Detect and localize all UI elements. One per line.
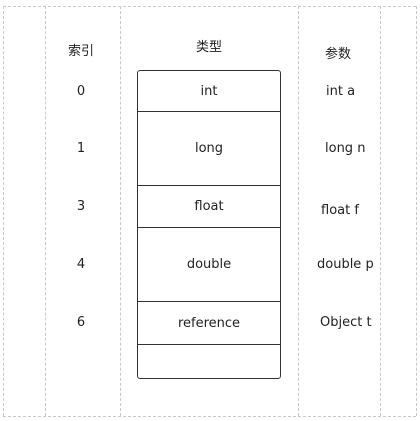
header-index: 索引 (67, 44, 94, 59)
param-long: long n (325, 141, 366, 156)
index-1: 1 (76, 141, 86, 156)
top-guide (3, 6, 416, 7)
local-variable-slots: int long float double reference (137, 70, 281, 379)
param-double: double p (317, 257, 374, 272)
param-float: float f (321, 203, 359, 218)
header-type: 类型 (195, 40, 222, 55)
slot-empty (138, 345, 280, 378)
param-int: int a (326, 84, 356, 99)
slot-float: float (138, 186, 280, 228)
index-6: 6 (76, 315, 86, 330)
index-0: 0 (76, 84, 86, 99)
index-4: 4 (76, 257, 86, 272)
column-guide (380, 6, 381, 416)
column-guide (120, 6, 121, 416)
param-object: Object t (320, 315, 372, 330)
slot-reference: reference (138, 302, 280, 345)
column-guide (298, 6, 299, 416)
column-guide (3, 6, 4, 416)
slot-double: double (138, 228, 280, 302)
column-guide (416, 6, 417, 416)
index-3: 3 (76, 199, 86, 214)
bottom-guide (3, 416, 416, 417)
header-param: 参数 (324, 47, 351, 62)
slot-int: int (138, 71, 280, 112)
slot-long: long (138, 112, 280, 186)
column-guide (45, 6, 46, 416)
